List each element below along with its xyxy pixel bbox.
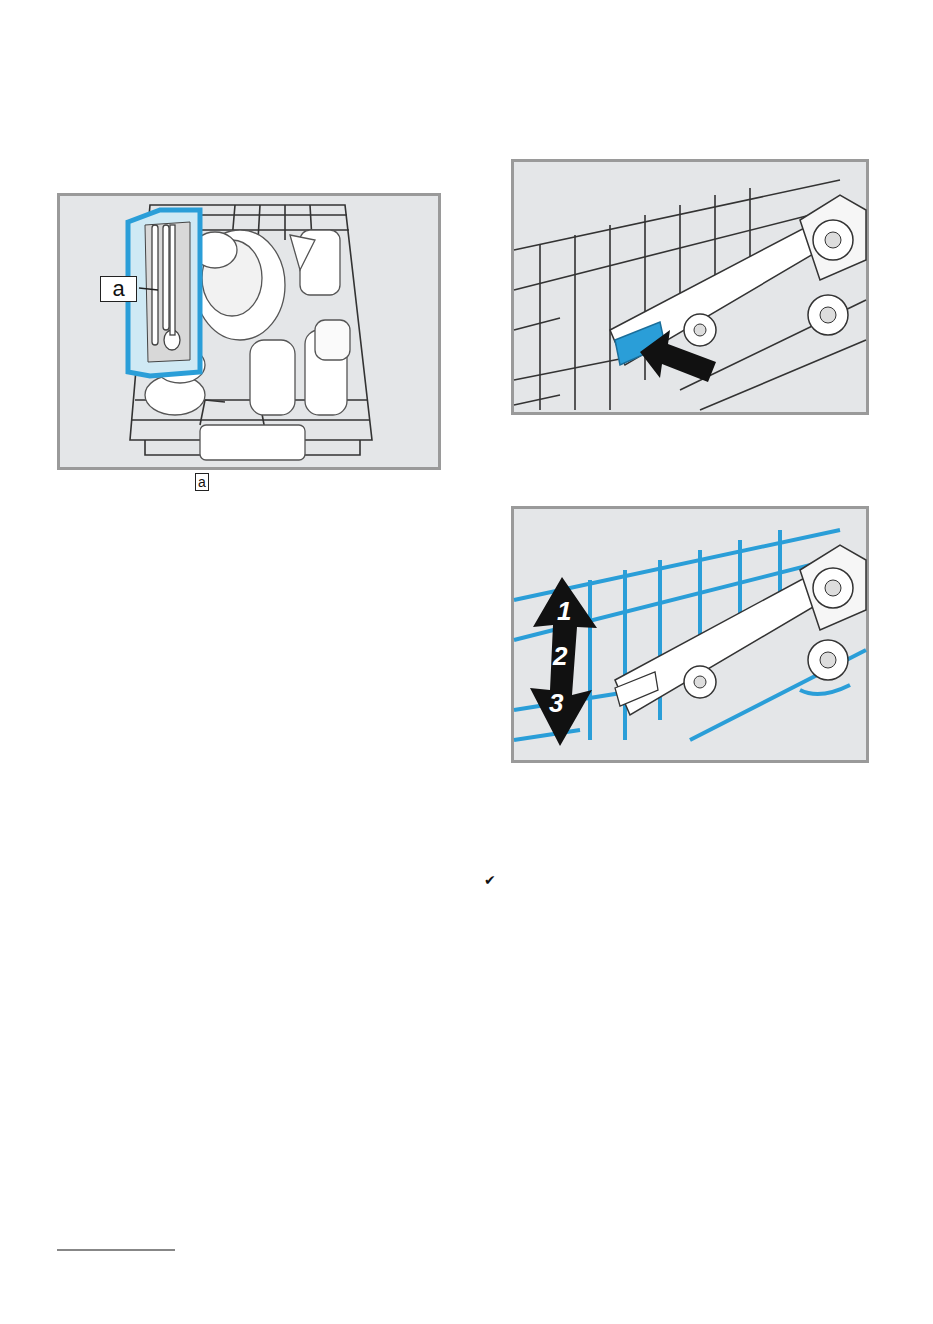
check-mark: ✔ <box>484 873 496 887</box>
callout-box: a <box>195 473 209 491</box>
footnote-rule <box>57 1249 175 1250</box>
upper-basket <box>130 205 372 455</box>
callout-box: a <box>100 276 137 302</box>
position-number: 1 <box>557 598 571 624</box>
height-arrow <box>530 577 597 746</box>
cutlery-basket <box>128 210 200 376</box>
figure-frame <box>59 195 440 469</box>
position-number: 2 <box>553 643 567 669</box>
callout-letter: a <box>112 278 124 300</box>
rail <box>615 545 866 715</box>
figure-frame <box>513 508 868 762</box>
rail <box>610 195 866 365</box>
position-number: 3 <box>549 690 563 716</box>
rack-wires <box>514 180 866 410</box>
figure-frame <box>513 161 868 414</box>
push-arrow <box>640 330 716 382</box>
callout-letter: a <box>198 475 206 489</box>
leader-line <box>139 288 158 290</box>
